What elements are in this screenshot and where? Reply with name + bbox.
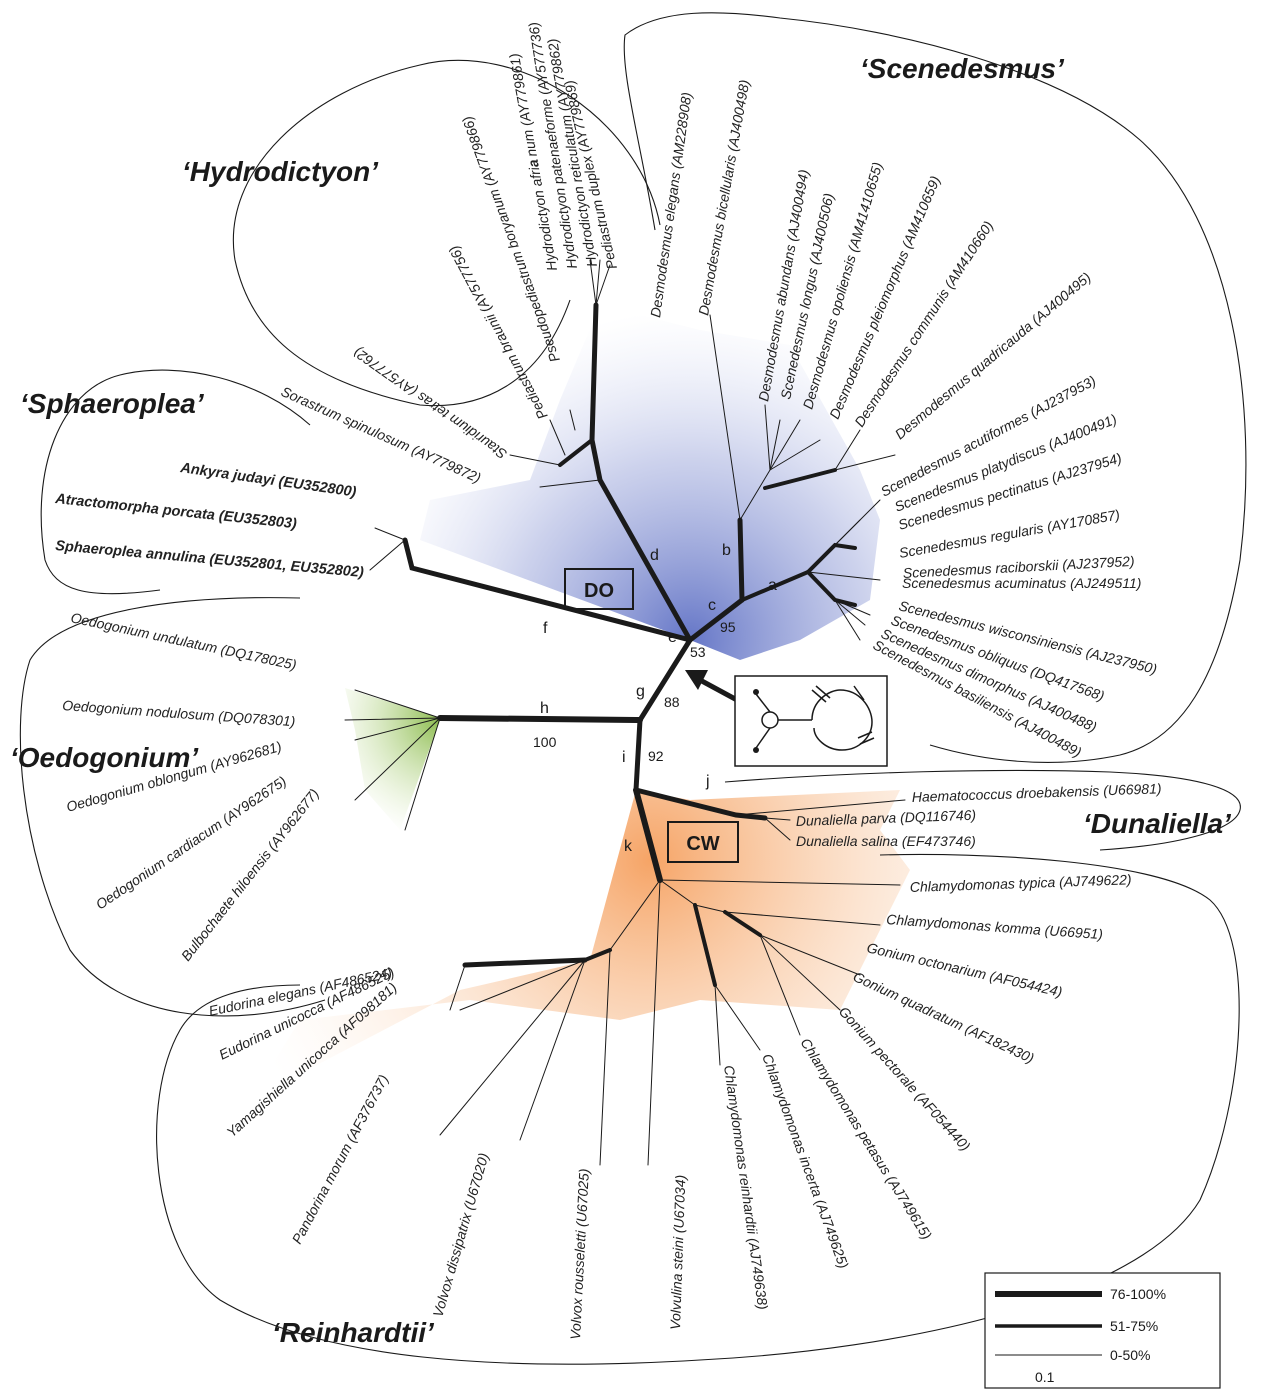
branch-label-i: i xyxy=(622,749,626,766)
taxon-label: Pediastrum braunii (AY577756) xyxy=(445,243,550,422)
bootstrap-h: 100 xyxy=(533,734,557,750)
taxon-label: Dunaliella salina (EF473746) xyxy=(796,833,976,849)
inset-diagram xyxy=(734,675,888,767)
branch-label-k: k xyxy=(624,838,633,855)
cw-label: CW xyxy=(686,833,719,855)
taxon-label: Volvulina steini (U67034) xyxy=(667,1175,688,1331)
taxon-label: Sorastrum spinulosum (AY779872) xyxy=(279,383,484,486)
branch-label-j: j xyxy=(705,773,710,790)
outline-oedogonium xyxy=(19,597,326,1017)
cw-box: CW xyxy=(667,821,739,863)
outline-reinhardtii xyxy=(156,853,1240,1365)
clade-sphaeroplea: ‘Sphaeroplea’ xyxy=(20,388,205,419)
taxon-label: Ankyra judayi (EU352800) xyxy=(178,460,357,501)
taxon-label: Stauridium tetras (AY577762) xyxy=(350,344,509,462)
branch-label-h: h xyxy=(540,700,549,717)
taxon-label: Volvox rousseletti (U67025) xyxy=(567,1168,592,1340)
branch-label-c: c xyxy=(708,597,716,614)
branch-label-e: e xyxy=(668,629,677,646)
oedogonium-shading xyxy=(345,688,440,830)
taxon-label: Dunaliella parva (DQ116746) xyxy=(796,807,977,829)
taxon-label: Pandorina morum (AF376737) xyxy=(289,1072,392,1246)
bootstrap-i: 92 xyxy=(648,748,664,764)
clade-names: ‘Scenedesmus’ ‘Hydrodictyon’ ‘Sphaerople… xyxy=(10,53,1232,1348)
branches xyxy=(344,259,906,1166)
bootstrap-c: 95 xyxy=(720,619,736,635)
outline-dunaliella xyxy=(724,769,1241,851)
branch-labels: a b c d e f g h i j k xyxy=(540,542,777,855)
do-shading xyxy=(420,305,880,660)
taxon-label: Scenedesmus acuminatus (AJ249511) xyxy=(902,575,1141,591)
taxon-label: Chlamydomonas reinhardtii (AJ749638) xyxy=(721,1064,771,1311)
taxon-label: Haematococcus droebakensis (U66981) xyxy=(912,780,1162,805)
taxon-label: Chlamydomonas typica (AJ749622) xyxy=(910,871,1132,895)
taxon-label: Chlamydomonas komma (U66951) xyxy=(886,911,1104,942)
taxon-label: Oedogonium undulatum (DQ178025) xyxy=(69,609,298,673)
taxon-label: Atractomorpha porcata (EU352803) xyxy=(54,491,298,532)
branch-label-a: a xyxy=(768,577,777,594)
outline-hydrodictyon xyxy=(232,59,661,407)
taxon-label: Desmodesmus elegans (AM228908) xyxy=(647,91,694,318)
do-label: DO xyxy=(584,580,614,602)
clade-oedogonium: ‘Oedogonium’ xyxy=(10,742,199,773)
branch-label-d: d xyxy=(650,547,659,564)
taxon-label: Sphaeroplea annulina (EU352801, EU352802… xyxy=(55,538,365,581)
legend-mid: 51-75% xyxy=(1110,1318,1158,1334)
taxon-label: Oedogonium nodulosum (DQ078301) xyxy=(62,697,296,729)
branch-label-b: b xyxy=(722,542,731,559)
clade-outlines xyxy=(19,12,1247,1365)
clade-hydrodictyon: ‘Hydrodictyon’ xyxy=(182,156,379,187)
outline-sphaeroplea xyxy=(40,369,311,595)
cw-shading xyxy=(250,790,910,1100)
branch-label-f: f xyxy=(543,620,548,637)
clade-dunaliella: ‘Dunaliella’ xyxy=(1083,808,1232,839)
do-box: DO xyxy=(564,568,634,610)
legend-high: 76-100% xyxy=(1110,1286,1166,1302)
bootstrap-g: 88 xyxy=(664,694,680,710)
legend-scale: 0.1 xyxy=(1035,1369,1055,1385)
taxa-oedogonium: Oedogonium undulatum (DQ178025) Oedogoni… xyxy=(62,609,322,964)
clade-reinhardtii: ‘Reinhardtii’ xyxy=(272,1317,435,1348)
taxon-label: Desmodesmus quadricauda (AJ400495) xyxy=(892,269,1094,442)
clade-scenedesmus: ‘Scenedesmus’ xyxy=(860,53,1065,84)
bootstrap-values: 95 53 88 100 92 xyxy=(533,619,736,764)
taxa-sphaeroplea: Ankyra judayi (EU352800) Atractomorpha p… xyxy=(54,460,365,581)
bootstrap-e: 53 xyxy=(690,644,706,660)
arrow xyxy=(685,670,739,703)
taxon-label: Volvox dissipatrix (U67020) xyxy=(430,1151,492,1319)
outline-scenedesmus xyxy=(623,12,1247,763)
legend-low: 0-50% xyxy=(1110,1347,1150,1363)
legend: 76-100% 51-75% 0-50% 0.1 xyxy=(984,1272,1221,1389)
taxon-label: Desmodesmus bicellularis (AJ400498) xyxy=(695,78,752,316)
branch-label-g: g xyxy=(636,683,645,700)
